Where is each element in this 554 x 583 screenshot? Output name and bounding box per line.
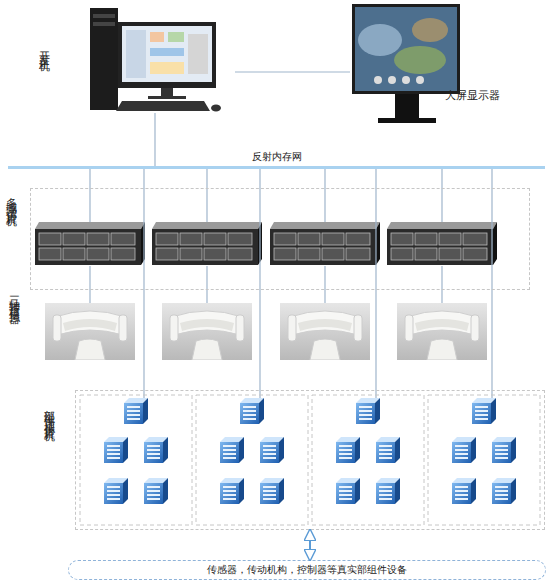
node-label: 大屏显示器 [445,89,500,102]
hardware-band: 传感器，传动机构，控制器等真实部组件设备 [68,560,546,580]
double-arrow [309,530,311,560]
host-computer: 开发主机 [35,5,235,113]
virtual-sim-group: 部组件虚拟仿真机 [75,390,545,530]
node-label: 开发主机 [38,43,51,55]
network-link [235,71,350,72]
network-link [143,169,144,390]
row-label: 三轴转台模拟器 [8,287,21,308]
node-label: 多域测试仿真机 [5,189,18,210]
network-link [89,169,90,188]
node-label: 反射内存网 [8,151,545,163]
simulator-group: 多域测试仿真机 [30,188,530,290]
node-label: 传感器，传动机构，控制器等真实部组件设备 [69,564,545,576]
display-screen: 大屏显示器 [350,3,515,128]
memory-bus: 反射内存网 [8,166,545,169]
network-link [154,113,155,166]
node-label: 部组件虚拟仿真机 [43,401,56,425]
